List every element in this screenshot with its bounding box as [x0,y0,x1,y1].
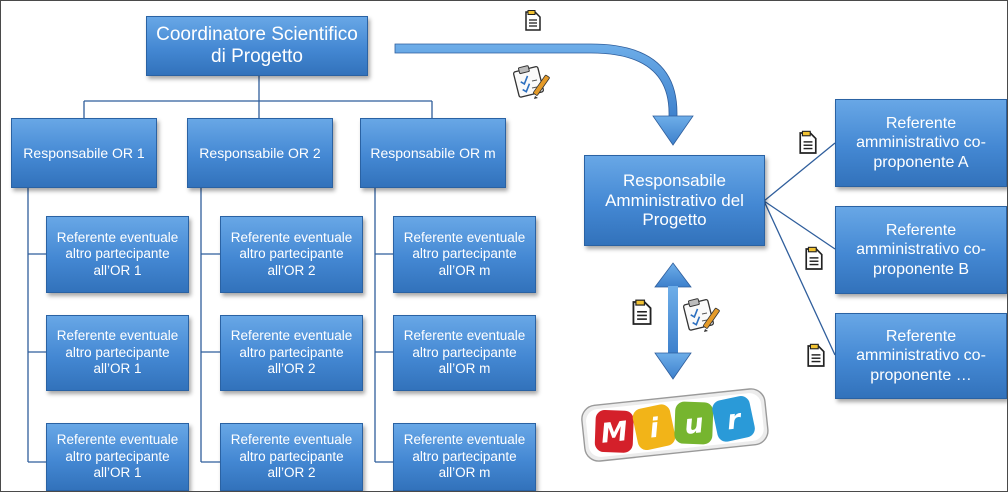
document-icon [805,246,823,270]
document-icon [632,299,652,325]
or-head-m: Responsabile OR m [360,118,506,188]
referent-box: Referente eventuale altro partecipante a… [393,315,536,391]
logo-tile-i [632,404,676,451]
or-head-label: Responsabile OR m [370,144,496,161]
or-head-2: Responsabile OR 2 [187,118,333,188]
referent-box: Referente eventuale altro partecipante a… [46,315,189,391]
referent-label: Referente eventuale altro partecipante a… [230,432,353,481]
clipboard-icon [512,65,550,99]
referent-box: Referente eventuale altro partecipante a… [46,216,189,293]
or-head-label: Responsabile OR 2 [199,144,321,161]
clipboard-icon [682,298,720,332]
referent-label: Referente eventuale altro partecipante a… [403,229,526,278]
coordinator-box: Coordinatore Scientifico di Progetto [146,16,368,76]
referent-label: Referente eventuale altro partecipante a… [56,432,179,481]
co-proponent-box-b: Referente amministrativo co- proponente … [835,206,1007,294]
referent-box: Referente eventuale altro partecipante a… [220,315,363,391]
co-proponent-box-a: Referente amministrativo co- proponente … [835,99,1007,187]
referent-label: Referente eventuale altro partecipante a… [56,328,179,377]
co-proponent-box-other: Referente amministrativo co- proponente … [835,313,1007,399]
referent-label: Referente eventuale altro partecipante a… [403,328,526,377]
or-head-1: Responsabile OR 1 [11,118,157,188]
org-tree-connectors [27,73,836,463]
double-arrow [654,262,692,380]
referent-box: Referente eventuale altro partecipante a… [393,216,536,293]
logo-letter: i [648,413,661,445]
referent-box: Referente eventuale altro partecipante a… [220,216,363,293]
logo-letter: u [683,408,705,441]
logo-letter: M [599,416,629,450]
co-proponent-label: Referente amministrativo co- proponente … [856,222,986,278]
logo-tile-u [674,401,714,445]
admin-label: Responsabile Amministrativo del Progetto [605,170,744,230]
document-icon [525,10,541,31]
co-proponent-label: Referente amministrativo co- proponente … [856,328,986,384]
referent-label: Referente eventuale altro partecipante a… [403,432,526,481]
or-head-label: Responsabile OR 1 [23,144,145,161]
referent-box: Referente eventuale altro partecipante a… [220,423,363,491]
logo-tile-m [594,410,634,453]
coordinator-label: Coordinatore Scientifico di Progetto [156,23,358,67]
admin-box: Responsabile Amministrativo del Progetto [584,155,765,246]
document-icon [807,343,825,367]
logo-tile-r [712,396,755,442]
referent-label: Referente eventuale altro partecipante a… [56,229,179,278]
miur-logo: M i u r [581,388,769,462]
co-proponent-label: Referente amministrativo co- proponente … [856,115,986,171]
referent-box: Referente eventuale altro partecipante a… [46,423,189,491]
referent-label: Referente eventuale altro partecipante a… [230,229,353,278]
referent-box: Referente eventuale altro partecipante a… [393,423,536,491]
logo-letter: r [725,404,743,436]
curved-arrow [394,43,694,146]
document-icon [799,130,817,154]
referent-label: Referente eventuale altro partecipante a… [230,328,353,377]
